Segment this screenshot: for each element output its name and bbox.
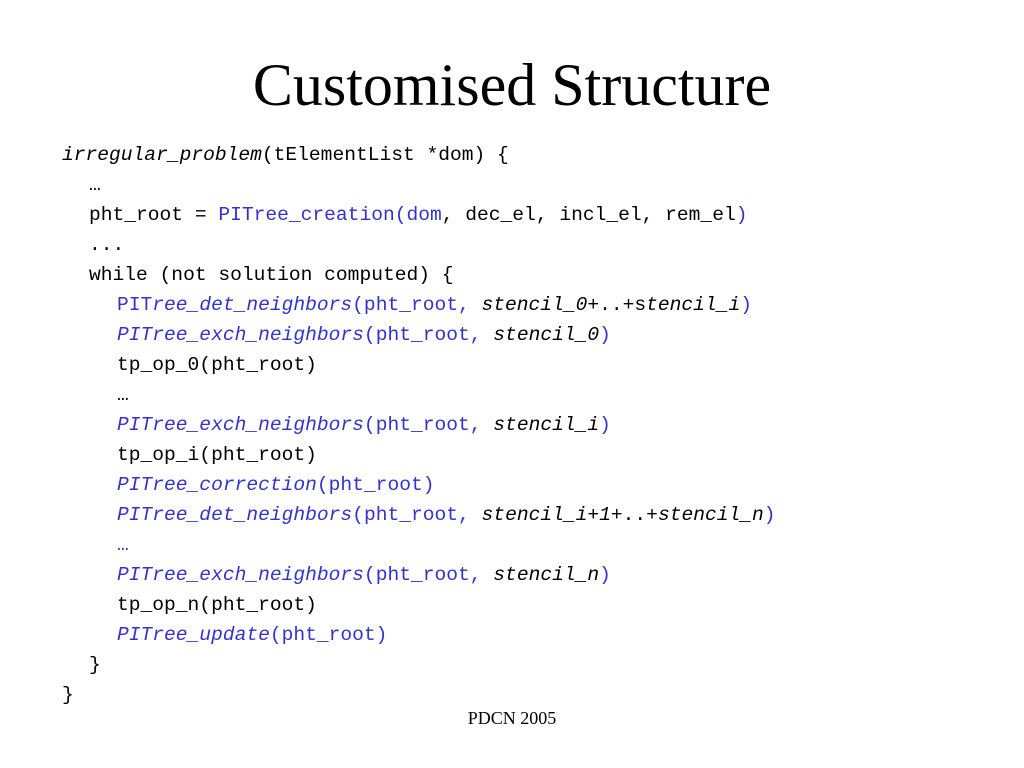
code-args: (pht_root) [269,624,388,646]
code-param: stencil_0 [481,294,588,316]
code-punct: ( [363,414,376,436]
code-punct: , [469,564,494,586]
code-param: stencil_n [657,504,764,526]
code-text: while (not solution computed) { [89,264,454,286]
ellipsis: … [89,174,101,196]
function-name: irregular_problem [62,144,262,166]
code-args: pht_root [375,324,470,346]
function-call: PITree_update [117,624,270,646]
code-punct: ) [740,294,752,316]
code-line: } [62,650,776,680]
function-call: PITree_exch_neighbors [117,324,364,346]
code-args: pht_root [375,414,470,436]
code-punct: ) [763,504,776,526]
code-punct: ) [735,204,748,226]
code-line: tp_op_i(pht_root) [62,440,776,470]
code-param: stencil_i+1 [481,504,611,526]
code-text: tp_op_0(pht_root) [117,354,317,376]
code-line: } [62,680,776,710]
code-text: pht_root = [89,204,219,226]
function-call: PITree_exch_neighbors [117,564,364,586]
code-args: (pht_root, [352,294,482,316]
code-text: +..+ [610,504,658,526]
code-param: stencil_n [493,564,600,586]
code-param: stencil_0 [493,324,600,346]
code-text: ... [89,234,125,256]
code-line: PITree_exch_neighbors(pht_root, stencil_… [62,320,776,350]
code-text: , dec_el, incl_el, rem_el [441,204,736,226]
code-line: while (not solution computed) { [62,260,776,290]
code-line: tp_op_0(pht_root) [62,350,776,380]
code-punct: , [469,414,494,436]
function-call: PITree_creation(dom [218,204,442,226]
closing-brace: } [89,654,101,676]
code-line: … [62,170,776,200]
code-line: ... [62,230,776,260]
slide-title: Customised Structure [252,52,772,118]
ellipsis: … [117,384,129,406]
code-param: stencil_i [493,414,600,436]
code-line: PITree_exch_neighbors(pht_root, stencil_… [62,410,776,440]
function-call: ree_det_neighbors [152,294,353,316]
code-param: tencil_i [646,294,741,316]
code-punct: ( [363,324,376,346]
code-punct: , [458,504,482,526]
code-line: PITree_update(pht_root) [62,620,776,650]
closing-brace: } [62,684,74,706]
code-line: … [62,380,776,410]
function-call: PIT [117,294,153,316]
code-text: tp_op_n(pht_root) [117,594,317,616]
code-text: +..+s [587,294,647,316]
slide-footer: PDCN 2005 [467,708,557,728]
code-punct: , [469,324,494,346]
code-punct: ) [599,414,611,436]
code-block: irregular_problem(tElementList *dom) { …… [62,140,776,710]
code-line: irregular_problem(tElementList *dom) { [62,140,776,170]
code-line: PITree_det_neighbors(pht_root, stencil_i… [62,500,776,530]
code-args: pht_root [375,564,470,586]
code-args: (pht_root) [316,474,435,496]
function-call: PITree_exch_neighbors [117,414,364,436]
code-punct: ) [599,324,611,346]
code-line: tp_op_n(pht_root) [62,590,776,620]
function-call: PITree_correction [117,474,317,496]
code-text: tp_op_i(pht_root) [117,444,317,466]
function-call: PITree_det_neighbors [117,504,353,526]
code-line: PITree_correction(pht_root) [62,470,776,500]
code-punct: ( [352,504,364,526]
code-line: PITree_det_neighbors(pht_root, stencil_0… [62,290,776,320]
code-line: … [62,530,776,560]
code-line: PITree_exch_neighbors(pht_root, stencil_… [62,560,776,590]
code-punct: ) [599,564,611,586]
code-args: pht_root [363,504,459,526]
ellipsis: … [117,534,129,556]
code-line: pht_root = PITree_creation(dom, dec_el, … [62,200,776,230]
code-punct: ( [363,564,376,586]
code-text: (tElementList *dom) { [261,144,509,166]
